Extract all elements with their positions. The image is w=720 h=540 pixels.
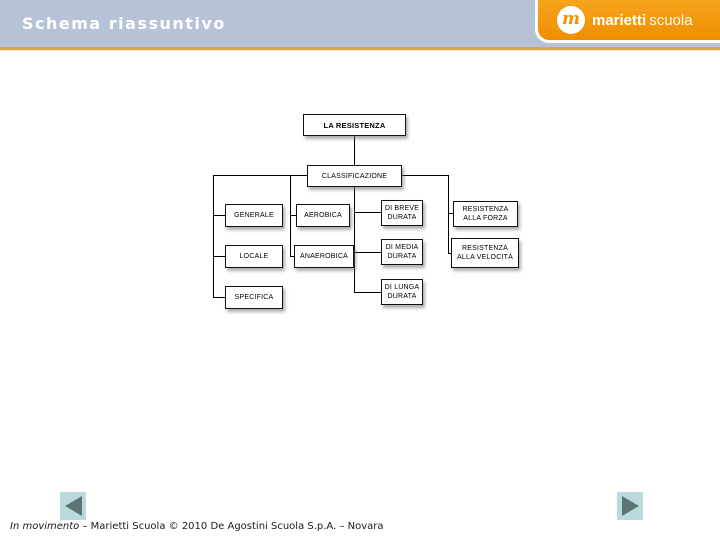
diagram-node-di-media-durata: DI MEDIA DURATA — [381, 239, 423, 265]
diagram-node-la-resistenza: LA RESISTENZA — [303, 114, 406, 136]
connector-line — [354, 136, 355, 165]
connector-line — [354, 212, 381, 213]
logo-m-glyph: m — [562, 8, 580, 29]
diagram-node-specifica: SPECIFICA — [225, 286, 283, 309]
diagram-node-aerobica: AEROBICA — [296, 204, 350, 227]
connector-line — [354, 292, 381, 293]
diagram-node-classificazione: CLASSIFICAZIONE — [307, 165, 402, 187]
connector-line — [448, 213, 453, 214]
connector-line — [290, 256, 294, 257]
connector-line — [448, 253, 451, 254]
footer-credit: In movimento – Marietti Scuola © 2010 De… — [10, 521, 384, 532]
page-title: Schema riassuntivo — [22, 14, 226, 33]
connector-line — [402, 175, 448, 176]
arrow-left-icon — [64, 496, 82, 516]
connector-line — [354, 187, 355, 292]
diagram-node-resistenza-alla-velocita: RESISTENZA ALLA VELOCITÀ — [451, 238, 519, 268]
connector-line — [213, 256, 225, 257]
connector-line — [213, 175, 214, 298]
connector-line — [448, 175, 449, 253]
diagram-node-resistenza-alla-forza: RESISTENZA ALLA FORZA — [453, 201, 518, 227]
connector-line — [213, 297, 225, 298]
diagram-node-anaerobica: ANAEROBICA — [294, 245, 354, 268]
connector-line — [213, 175, 307, 176]
logo-brand-name: marietti — [592, 11, 647, 29]
previous-slide-button[interactable] — [60, 492, 86, 520]
connector-line — [213, 215, 225, 216]
logo-brand-suffix: scuola — [649, 11, 693, 29]
diagram-node-di-lunga-durata: DI LUNGA DURATA — [381, 279, 423, 305]
logo-circle-icon: m — [557, 6, 585, 34]
connector-line — [290, 215, 296, 216]
diagram-node-di-breve-durata: DI BREVE DURATA — [381, 200, 423, 226]
next-slide-button[interactable] — [617, 492, 643, 520]
footer-book-title: In movimento — [10, 521, 80, 532]
diagram-node-locale: LOCALE — [225, 245, 283, 268]
header-divider — [0, 47, 720, 51]
footer-publisher-text: – Marietti Scuola © 2010 De Agostini Scu… — [79, 521, 384, 532]
connector-line — [354, 252, 381, 253]
diagram-node-generale: GENERALE — [225, 204, 283, 227]
arrow-right-icon — [621, 496, 639, 516]
